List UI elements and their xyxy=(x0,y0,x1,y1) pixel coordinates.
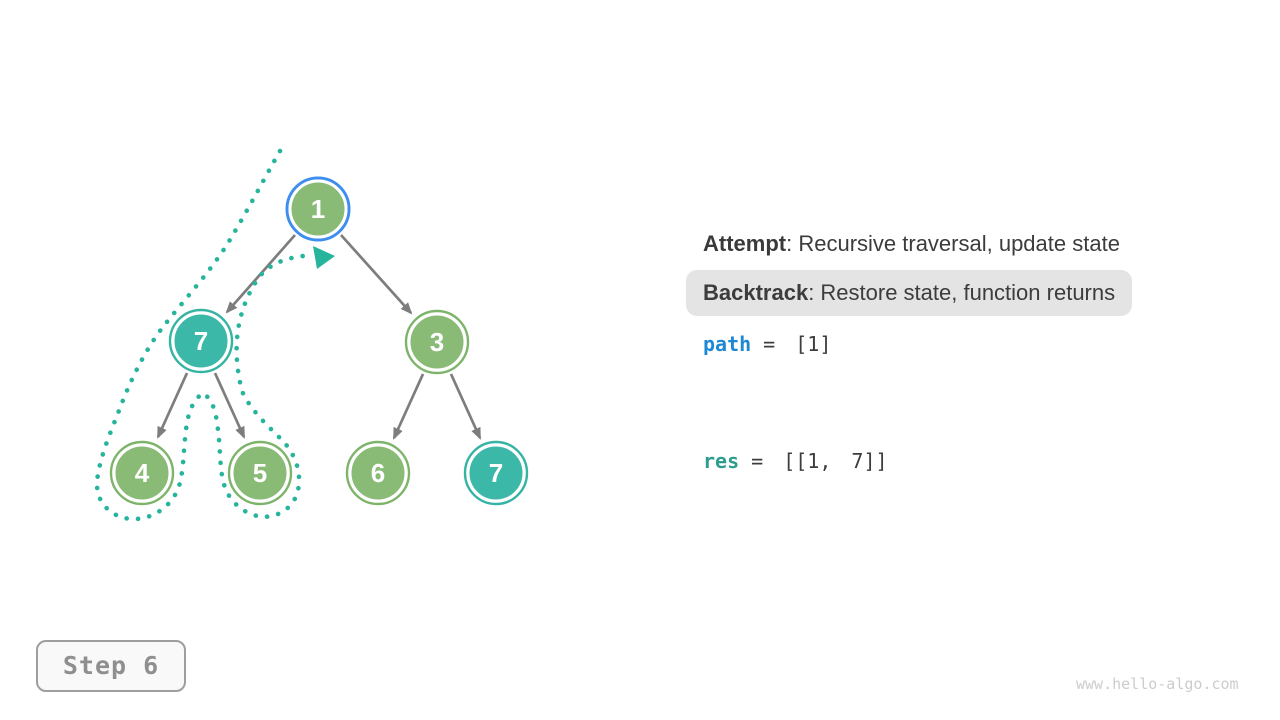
node-value: 3 xyxy=(430,327,444,357)
legend-attempt-label: Attempt xyxy=(703,231,787,256)
tree-node-right-right: 7 xyxy=(463,440,529,506)
node-value: 6 xyxy=(371,458,385,488)
node-value: 1 xyxy=(311,194,325,224)
legend-attempt-line: Attempt: Recursive traversal, update sta… xyxy=(703,231,1120,257)
edge-3-6 xyxy=(392,373,425,440)
edge-1-3 xyxy=(339,234,413,315)
legend-backtrack-label: Backtrack xyxy=(703,280,809,305)
res-var-name: res xyxy=(703,449,740,473)
tree-node-right-left: 6 xyxy=(345,440,411,506)
tree-node-left-right: 5 xyxy=(227,440,293,506)
edge-7-4 xyxy=(156,372,189,439)
edge-3-7 xyxy=(449,373,482,440)
binary-tree-diagram: 1 7 3 4 5 6 7 xyxy=(94,148,529,522)
path-var-name: path xyxy=(703,332,752,356)
path-state-line: path = [1] xyxy=(703,332,831,356)
legend-backtrack-pill: Backtrack: Restore state, function retur… xyxy=(686,270,1133,316)
node-value: 7 xyxy=(194,326,208,356)
tree-node-right: 3 xyxy=(404,309,470,375)
backtrack-path xyxy=(94,148,306,522)
backtrack-arrow-icon xyxy=(313,246,335,269)
path-var-value: = [1] xyxy=(763,332,832,356)
watermark: www.hello-algo.com xyxy=(1076,675,1239,693)
tree-node-left: 7 xyxy=(168,308,234,374)
node-value: 7 xyxy=(489,458,503,488)
tree-node-left-left: 4 xyxy=(109,440,175,506)
edge-7-5 xyxy=(213,372,246,439)
res-var-value: = [[1, 7]] xyxy=(751,449,888,473)
legend-attempt-desc: : Recursive traversal, update state xyxy=(786,231,1120,256)
step-badge: Step 6 xyxy=(36,640,186,692)
node-value: 4 xyxy=(135,458,150,488)
res-state-line: res = [[1, 7]] xyxy=(703,449,888,473)
node-value: 5 xyxy=(253,458,267,488)
legend-backtrack-desc: : Restore state, function returns xyxy=(808,280,1116,305)
tree-node-root: 1 xyxy=(285,176,351,242)
tree-edges xyxy=(156,234,482,440)
